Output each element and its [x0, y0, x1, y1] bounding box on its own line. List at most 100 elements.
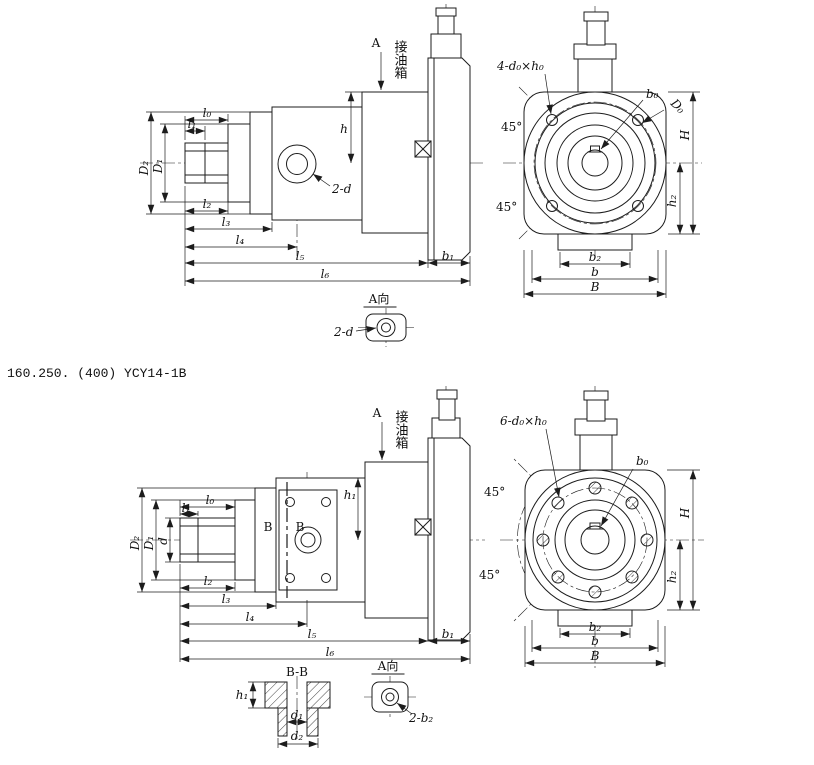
pump-housing: [364, 461, 429, 619]
dim-l6-label: l₆: [321, 267, 330, 281]
top-side-view: A 接油箱 h 2-d D₂ D₁ l₀ l₁ l₂ l₃ l₄ l₅ b₁ l…: [137, 4, 485, 286]
top-port-stud: [438, 397, 456, 421]
port-bolt-hole: [321, 573, 331, 583]
bolt-hole: [588, 481, 602, 495]
bolt-hole: [551, 496, 565, 510]
front-top-stud: [586, 19, 606, 46]
front-top-cap: [583, 390, 609, 401]
dim-b1-label: b₁: [442, 627, 455, 641]
keyway-slot: [590, 145, 600, 153]
detail-holes-label: 2-b₂: [408, 711, 433, 725]
dim-h1-label: h₁: [344, 488, 357, 502]
dim-l1-label: l₁: [182, 501, 191, 515]
dim-h2-label: h₂: [665, 571, 679, 584]
top-side-dimensions: [146, 52, 471, 286]
dim-l4-label: l₄: [246, 610, 255, 624]
section-plate-right: [306, 681, 331, 709]
dim-H-label: H: [678, 507, 692, 519]
dim-D1-label: D₁: [142, 536, 156, 551]
top-port-neck: [431, 417, 461, 439]
port-bolt-hole: [321, 497, 331, 507]
dim-b2-label: b₂: [589, 250, 602, 264]
bottom-front-view: 6-d₀×h₀ 45° 45° b₀ H h₂ b₂ b B: [479, 386, 704, 668]
bolt-hole: [546, 114, 558, 126]
front-top-cap: [583, 11, 609, 22]
bolt-circle: [533, 101, 657, 225]
bolt-hole: [640, 533, 654, 547]
bolt-holes-callout: 4-d₀×h₀: [496, 59, 544, 73]
section-boss-left: [277, 707, 288, 737]
top-port-cap: [435, 7, 457, 17]
section-d1-label: d₁: [291, 708, 304, 722]
detail-port-hole-inner: [381, 322, 391, 333]
dim-H-label: H: [678, 129, 692, 141]
bolt-hole: [625, 570, 639, 584]
dim-b0-label: b₀: [646, 87, 659, 101]
model-label: 160.250. (400) YCY14-1B: [7, 366, 187, 381]
detail-port-hole-inner: [385, 692, 395, 702]
top-port-cap: [436, 389, 458, 400]
section-plate-left: [264, 681, 288, 709]
bolt-holes-callout: 6-d₀×h₀: [500, 414, 547, 428]
bolt-hole: [536, 533, 550, 547]
dim-l5-label: l₅: [308, 627, 317, 641]
dim-l4-label: l₄: [236, 233, 245, 247]
dim-l0-label: l₀: [206, 493, 215, 507]
top-side-body: [184, 7, 471, 261]
pump-barrel: [271, 106, 363, 221]
detail-title: A向: [377, 658, 399, 673]
section-boss-right: [306, 707, 319, 737]
bolt-hole: [625, 496, 639, 510]
section-bb-detail: B-B h₁ d₁ d₂: [236, 665, 331, 748]
dim-l2-label: l₂: [203, 197, 212, 211]
dim-B-label: B: [590, 280, 600, 294]
dim-l0-label: l₀: [203, 106, 212, 120]
oil-tank-label: 接油箱: [393, 409, 409, 449]
bolt-hole: [588, 585, 602, 599]
bottom-front-dimensions: [524, 428, 700, 667]
bottom-side-view: A 接油箱 h₁ B B D₂ D₁ d l₀ l₁ l₂ l₃ l₄ l₅ b…: [128, 386, 485, 664]
bolt-hole: [632, 200, 644, 212]
front-top-stud: [586, 397, 606, 422]
angle-upper-label: 45°: [484, 485, 505, 499]
detail-title: A向: [368, 291, 390, 306]
section-d2-label: d₂: [291, 729, 304, 743]
dim-b-label: b: [591, 265, 599, 279]
view-arrow-label: A: [371, 36, 381, 50]
top-a-view-detail: A向 2-d: [333, 291, 414, 347]
top-front-view: 4-d₀×h₀ 45° 45° b₀ D₀ H h₂ b₂ b B: [496, 6, 702, 298]
shaft-circle: [581, 149, 609, 177]
drive-shaft: [184, 142, 229, 184]
front-flange-plate: [234, 499, 256, 581]
view-arrow-label: A: [372, 406, 382, 420]
drive-shaft: [179, 517, 236, 563]
section-title: B-B: [286, 665, 308, 679]
dim-h-label: h: [340, 122, 348, 136]
angle-lower-label: 45°: [479, 568, 500, 582]
dim-D1-label: D₁: [151, 159, 165, 174]
shaft-circle: [580, 525, 610, 555]
top-port-stud: [437, 15, 455, 35]
section-h1-label: h₁: [236, 688, 249, 702]
front-top-neck: [579, 433, 613, 471]
side-port-hole: [286, 153, 308, 175]
dim-h2-label: h₂: [665, 195, 679, 208]
port-bolt-hole: [285, 497, 295, 507]
side-port-hole-inner: [300, 532, 316, 548]
keyway-slot: [589, 522, 601, 530]
dim-B-label: B: [590, 649, 600, 663]
section-label-right: B: [296, 520, 305, 534]
bottom-side-dimensions: [137, 422, 471, 664]
dim-b-label: b: [591, 634, 599, 648]
dim-l2-label: l₂: [204, 574, 213, 588]
port-bolt-hole: [285, 573, 295, 583]
dim-d-label: d: [156, 537, 170, 545]
dim-b0-label: b₀: [636, 454, 649, 468]
bottom-a-view-detail: A向 2-b₂: [364, 658, 433, 725]
mounting-flange: [249, 111, 273, 215]
dim-D2-label: D₂: [128, 536, 142, 552]
bolt-hole: [551, 570, 565, 584]
mounting-flange: [254, 487, 277, 593]
